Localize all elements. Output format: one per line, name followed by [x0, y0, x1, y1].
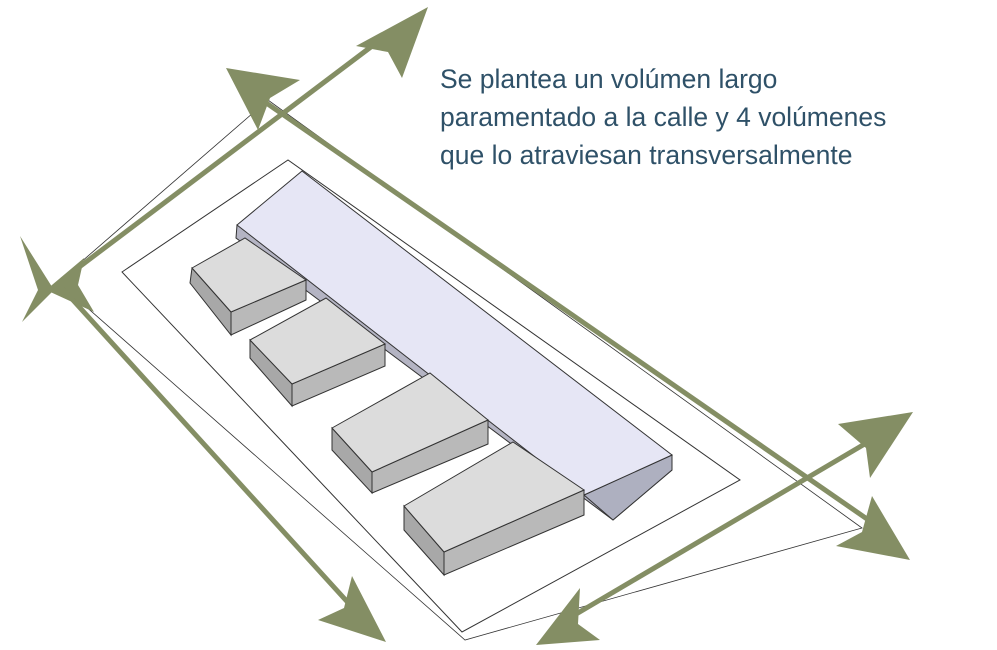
- transversal-block-4: [403, 441, 586, 577]
- transversal-block-3: [331, 372, 489, 495]
- arrow-southeast-upper: [226, 68, 910, 560]
- description-line-1: Se plantea un volúmen largo: [440, 64, 778, 94]
- arrow-northeast: [46, 7, 428, 312]
- direction-arrows: [20, 7, 913, 645]
- transversal-block-1: [189, 237, 308, 337]
- block-4-top: [403, 441, 586, 553]
- block-1-top: [191, 237, 308, 313]
- block-3-top: [331, 372, 489, 473]
- description-text: Se plantea un volúmen largo paramentado …: [440, 60, 990, 174]
- long-volume: [235, 170, 673, 521]
- block-2-top: [249, 297, 386, 385]
- description-line-2: paramentado a la calle y 4 volúmenes: [440, 102, 887, 132]
- arrow-northeast-lower: [536, 412, 913, 645]
- arrow-southeast: [20, 236, 386, 642]
- site-outline-outer: [57, 99, 863, 641]
- description-line-3: que lo atraviesan transversalmente: [440, 140, 853, 170]
- transversal-block-2: [249, 297, 386, 408]
